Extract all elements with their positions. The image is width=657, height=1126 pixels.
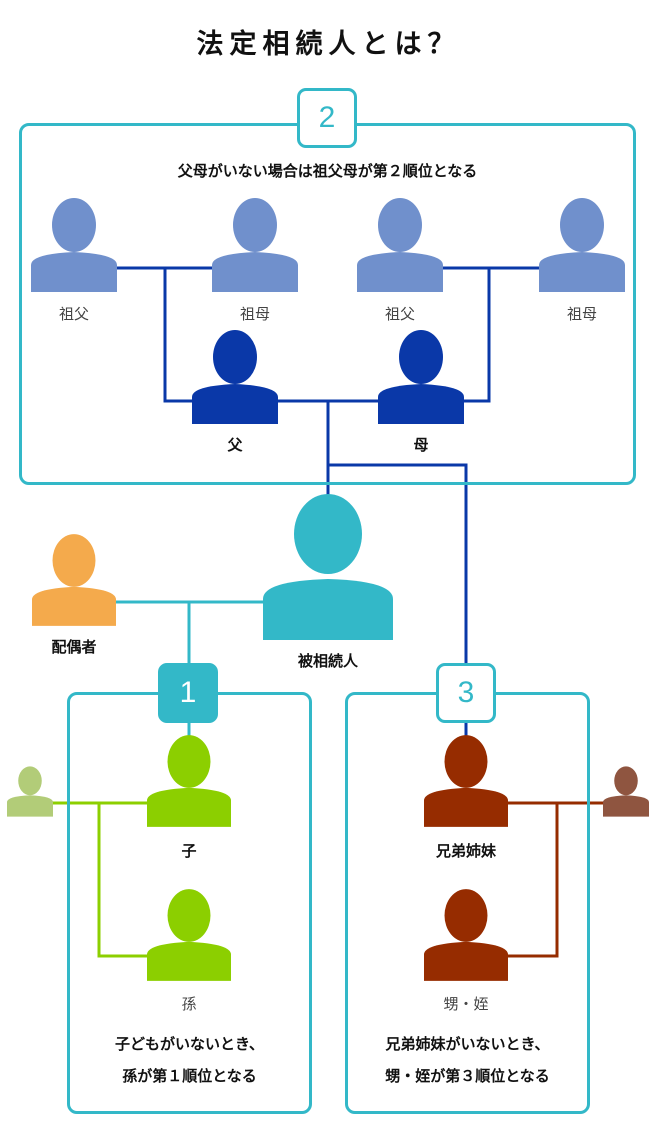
person-icon-mother [378, 330, 464, 424]
label-child: 子 [181, 842, 197, 860]
person-icon-sibling [424, 735, 508, 827]
line-child-to-grandchild [97, 803, 150, 958]
person-icon-sibling-spouse [603, 766, 649, 817]
rank3-note: 兄弟姉妹がいないとき、 甥・姪が第３順位となる [345, 1028, 590, 1092]
rank1-note: 子どもがいないとき、 孫が第１順位となる [67, 1028, 312, 1092]
rank2-caption: 父母がいない場合は祖父母が第２順位となる [177, 162, 478, 180]
label-mother: 母 [413, 436, 429, 454]
rank1-note-line1: 子どもがいないとき、 [115, 1035, 264, 1053]
person-icon-grandfather-maternal [357, 198, 443, 292]
person-icon-child-spouse [7, 766, 53, 817]
page-title: 法定相続人とは？ [196, 29, 461, 60]
rank2-badge: 2 [297, 88, 357, 148]
person-icon-deceased [263, 494, 393, 640]
rank3-badge: 3 [436, 663, 496, 723]
line-paternal-to-father [163, 268, 196, 403]
label-grandmother-paternal: 祖母 [239, 305, 270, 323]
rank1-note-line2: 孫が第１順位となる [122, 1067, 257, 1085]
person-icon-grandmother-paternal [212, 198, 298, 292]
label-sibling: 兄弟姉妹 [435, 842, 496, 860]
person-icon-grandchild [147, 889, 231, 981]
label-father: 父 [227, 436, 243, 454]
line-maternal-to-mother [460, 268, 491, 403]
rank1-badge: 1 [158, 663, 218, 723]
rank3-note-line2: 甥・姪が第３順位となる [385, 1067, 550, 1085]
person-icon-father [192, 330, 278, 424]
label-grandmother-maternal: 祖母 [566, 305, 597, 323]
person-icon-grandmother-maternal [539, 198, 625, 292]
person-icon-nephew-niece [424, 889, 508, 981]
label-grandfather-paternal: 祖父 [58, 305, 89, 323]
label-spouse: 配偶者 [51, 638, 97, 656]
rank3-note-line1: 兄弟姉妹がいないとき、 [385, 1035, 550, 1053]
person-icon-spouse [32, 534, 116, 626]
label-deceased: 被相続人 [297, 652, 358, 670]
label-grandfather-maternal: 祖父 [384, 305, 415, 323]
label-grandchild: 孫 [181, 995, 197, 1013]
person-icon-grandfather-paternal [31, 198, 117, 292]
line-sibling-to-nephew [505, 803, 559, 958]
person-icon-child [147, 735, 231, 827]
line-parents-to-siblings [328, 463, 468, 740]
label-nephew-niece: 甥・姪 [443, 995, 489, 1013]
